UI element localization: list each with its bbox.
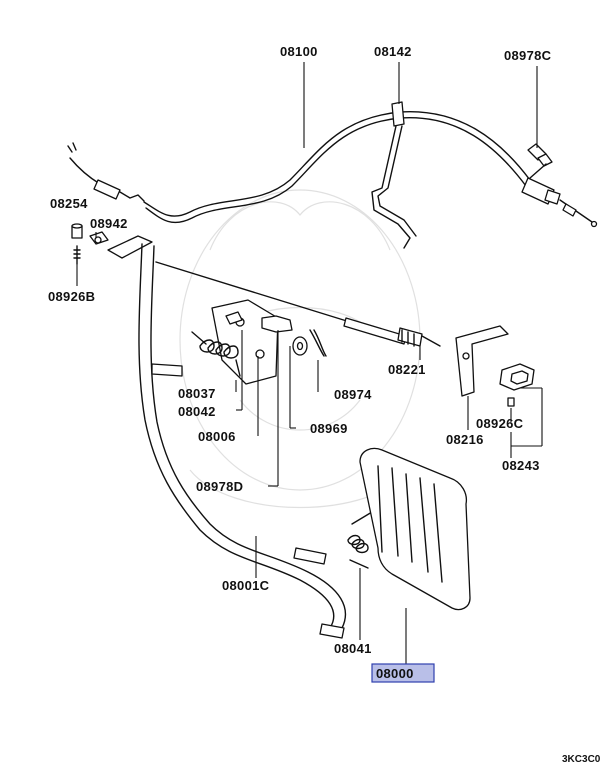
label-08042[interactable]: 08042 xyxy=(178,404,216,419)
cable-fitting xyxy=(527,143,553,179)
label-08243[interactable]: 08243 xyxy=(502,458,540,473)
label-08926b[interactable]: 08926B xyxy=(48,289,95,304)
pedal-spring xyxy=(347,511,373,569)
stopper-bracket xyxy=(455,325,509,397)
label-08216[interactable]: 08216 xyxy=(446,432,484,447)
accelerator-cable xyxy=(67,111,598,228)
label-08978d[interactable]: 08978D xyxy=(196,479,243,494)
label-08142[interactable]: 08142 xyxy=(374,44,412,59)
inner-cable-rod xyxy=(155,261,441,347)
pedal-bracket xyxy=(211,299,293,385)
label-08000[interactable]: 08000 xyxy=(376,666,414,681)
pedal-pad xyxy=(359,447,471,611)
label-08037[interactable]: 08037 xyxy=(178,386,216,401)
pedal-arm xyxy=(107,235,347,639)
label-08100[interactable]: 08100 xyxy=(280,44,318,59)
label-08254[interactable]: 08254 xyxy=(50,196,88,211)
leader-lines xyxy=(76,62,543,664)
label-08969[interactable]: 08969 xyxy=(310,421,348,436)
label-08978c[interactable]: 08978C xyxy=(504,48,552,63)
return-spring xyxy=(191,331,241,377)
small-clip-parts xyxy=(71,223,109,265)
label-08926c[interactable]: 08926C xyxy=(476,416,524,431)
cable-clamp xyxy=(371,101,417,249)
label-08006[interactable]: 08006 xyxy=(198,429,236,444)
diagram-reference-code: 3KC3C0 xyxy=(562,754,601,765)
part-labels: 08100 08142 08978C 08254 08942 08926B 08… xyxy=(48,44,601,765)
label-08041[interactable]: 08041 xyxy=(334,641,372,656)
pedal-stopper xyxy=(499,363,535,407)
highlight-box-08000 xyxy=(371,663,435,683)
label-08001c[interactable]: 08001C xyxy=(222,578,270,593)
label-08221[interactable]: 08221 xyxy=(388,362,426,377)
label-08942[interactable]: 08942 xyxy=(90,216,128,231)
washer-and-clip xyxy=(292,329,327,357)
label-08974[interactable]: 08974 xyxy=(334,387,372,402)
